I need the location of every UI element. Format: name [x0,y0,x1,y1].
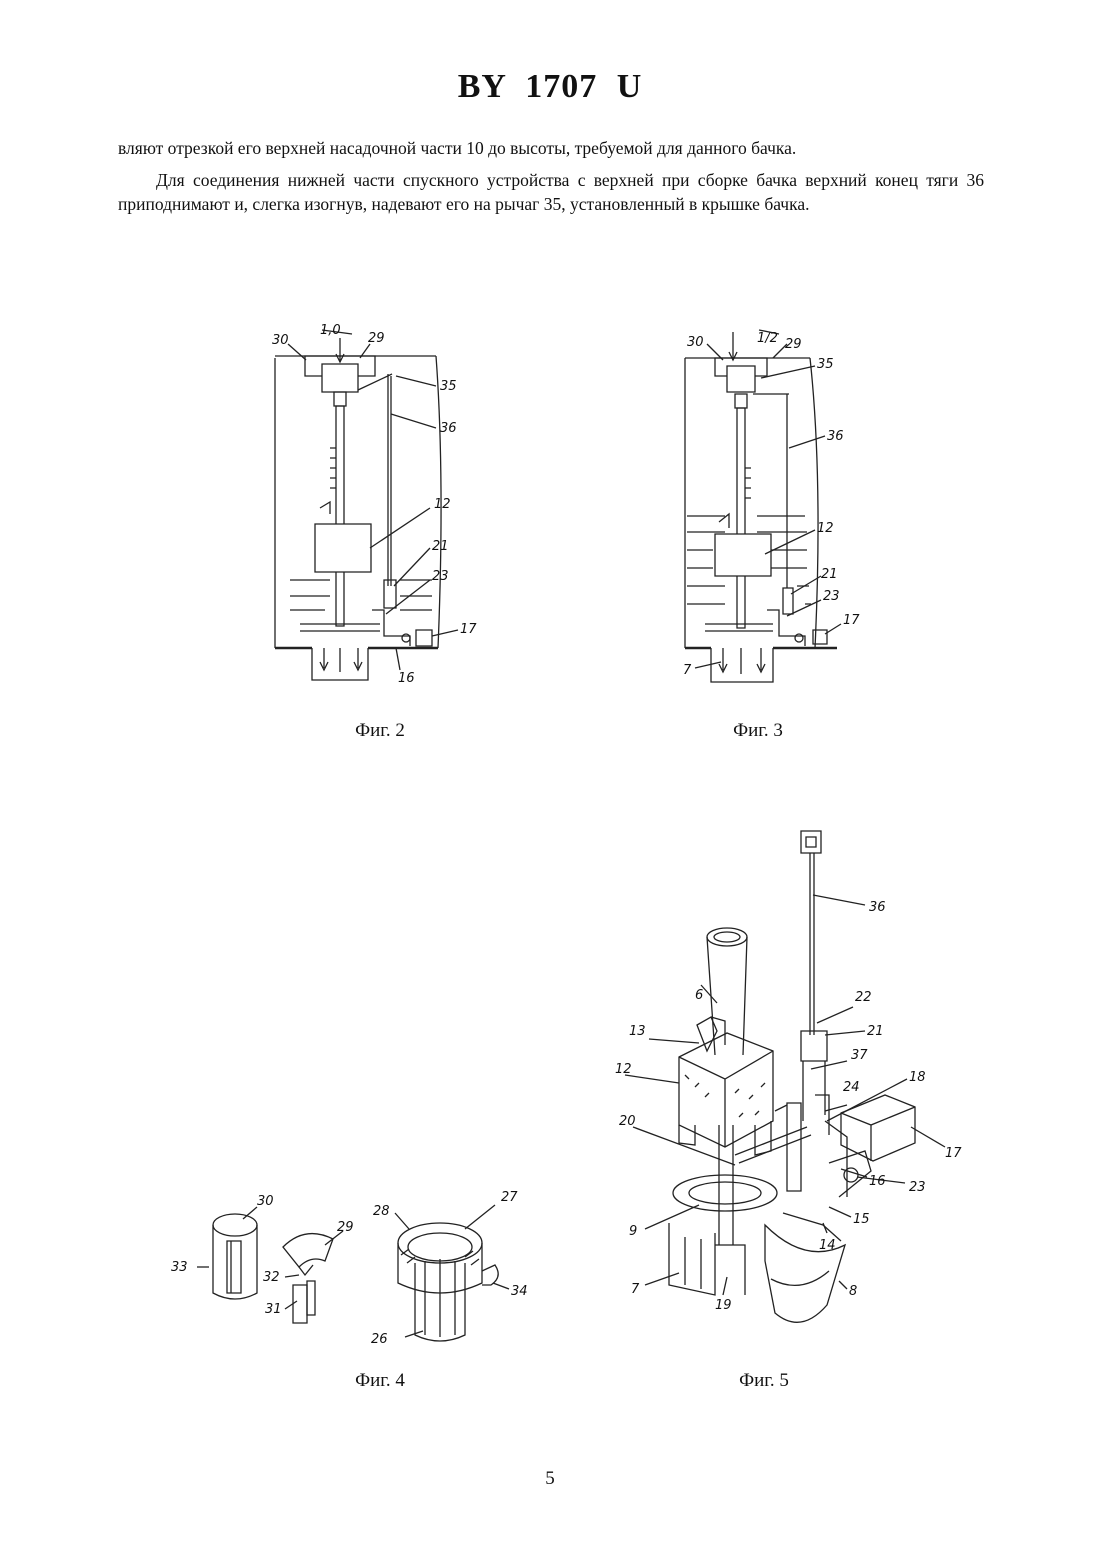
fig4-label-29: 29 [337,1220,354,1235]
fig4-label-33: 33 [171,1260,188,1275]
figure-5-drawing: 36 22 21 6 13 37 12 24 18 20 17 23 16 9 … [615,825,975,1345]
figure-4-drawing: 30 29 28 27 33 32 31 34 26 [165,1185,545,1365]
fig3-label-21: 21 [821,567,838,582]
fig5-label-14: 14 [819,1238,836,1253]
fig5-label-21: 21 [867,1024,884,1039]
document-header: BY 1707 U [0,68,1100,106]
fig5-label-9: 9 [629,1224,637,1239]
fig5-label-16: 16 [869,1174,886,1189]
fig5-label-24: 24 [843,1080,860,1095]
paragraph-2: Для соединения нижней части спускного ус… [118,168,984,216]
figure-2-caption: Фиг. 2 [310,720,450,742]
fig5-label-6: 6 [695,988,703,1003]
fig5-label-37: 37 [851,1048,868,1063]
figure-4-caption: Фиг. 4 [310,1370,450,1392]
fig2-label-12: 12 [434,497,451,512]
fig3-label-level: 1/2 [757,331,778,346]
fig3-label-29: 29 [785,337,802,352]
fig4-label-34: 34 [511,1284,528,1299]
fig3-label-23: 23 [823,589,840,604]
fig5-label-13: 13 [629,1024,646,1039]
fig2-label-30: 30 [272,333,289,348]
fig2-label-level: 1,0 [320,323,341,338]
fig4-label-27: 27 [501,1190,518,1205]
figure-3-caption: Фиг. 3 [688,720,828,742]
fig2-label-36: 36 [440,421,457,436]
figure-5-caption: Фиг. 5 [694,1370,834,1392]
figure-2-drawing: 1,0 30 29 35 36 12 21 23 17 16 [260,318,520,693]
fig4-label-31: 31 [265,1302,282,1317]
figure-3-drawing: 1/2 30 29 35 36 12 21 23 17 7 [665,318,880,693]
fig5-label-17: 17 [945,1146,962,1161]
fig5-label-23: 23 [909,1180,926,1195]
fig2-label-29: 29 [368,331,385,346]
page-number: 5 [0,1468,1100,1490]
fig5-label-36: 36 [869,900,886,915]
fig4-label-26: 26 [371,1332,388,1347]
fig3-label-12: 12 [817,521,834,536]
fig2-label-16: 16 [398,671,415,686]
fig2-label-17: 17 [460,622,477,637]
fig4-label-32: 32 [263,1270,280,1285]
fig3-label-7: 7 [683,663,692,678]
fig4-label-30: 30 [257,1194,274,1209]
fig5-label-7: 7 [631,1282,640,1297]
fig4-label-28: 28 [373,1204,390,1219]
fig2-label-21: 21 [432,539,449,554]
fig5-label-15: 15 [853,1212,870,1227]
fig2-label-35: 35 [440,379,457,394]
fig5-label-22: 22 [855,990,872,1005]
fig3-label-30: 30 [687,335,704,350]
fig5-label-8: 8 [849,1284,857,1299]
fig5-label-19: 19 [715,1298,732,1313]
fig5-label-18: 18 [909,1070,926,1085]
fig3-label-17: 17 [843,613,860,628]
fig2-label-23: 23 [432,569,449,584]
body-text: вляют отрезкой его верхней насадочной ча… [118,136,984,224]
fig3-label-36: 36 [827,429,844,444]
fig3-label-35: 35 [817,357,834,372]
paragraph-1: вляют отрезкой его верхней насадочной ча… [118,136,984,160]
fig5-label-12: 12 [615,1062,632,1077]
fig5-label-20: 20 [619,1114,636,1129]
